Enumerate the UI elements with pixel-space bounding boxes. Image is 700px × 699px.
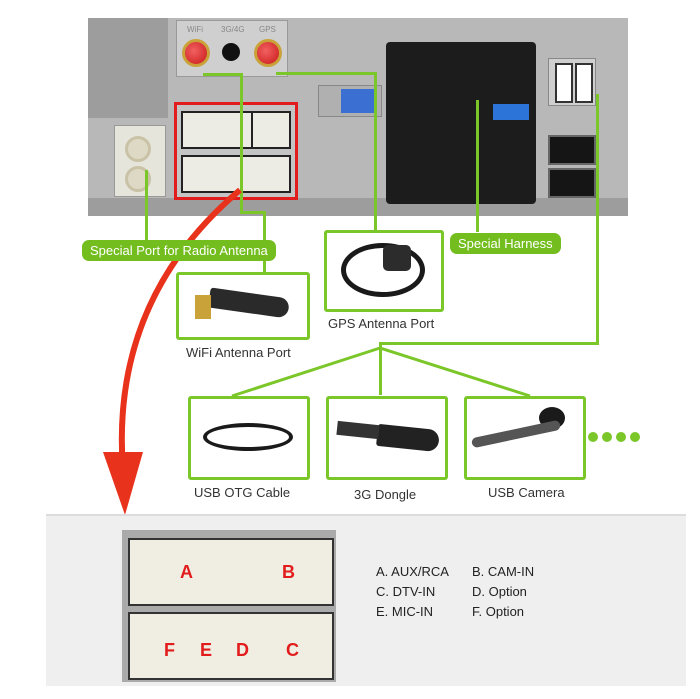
usb-port-lower: [548, 168, 596, 198]
gps-antenna-connector: [254, 39, 282, 67]
pin-letter-c: C: [286, 640, 299, 660]
dot: [588, 432, 598, 442]
connector-legend: A. AUX/RCA B. CAM-IN C. DTV-IN D. Option…: [376, 564, 562, 619]
connector-row-bottom: F E D C: [128, 612, 334, 680]
pointer-arrow-head: [103, 452, 143, 515]
dongle-plug-icon: [336, 420, 380, 440]
connector-detail-panel: A B F E D C A. AUX/RCA B. CAM-IN C. DTV-…: [46, 514, 686, 686]
connector-line: [596, 94, 599, 344]
connector-line: [203, 73, 243, 76]
callout-radio-antenna: Special Port for Radio Antenna: [82, 240, 276, 261]
radio-antenna-port: [114, 125, 166, 197]
caption-3g-dongle: 3G Dongle: [354, 487, 417, 502]
usb-cable-icon: [203, 423, 293, 451]
connector-row-top: A B: [128, 538, 334, 606]
3g-antenna-hole: [222, 43, 240, 61]
dip-switch[interactable]: [318, 85, 382, 117]
caption-gps: GPS Antenna Port: [328, 316, 435, 331]
wifi-antenna-connector: [182, 39, 210, 67]
antenna-plate: WiFi 3G/4G GPS: [176, 20, 288, 77]
legend-item: E. MIC-IN: [376, 604, 434, 619]
panel-rib: [88, 18, 168, 118]
connector-line: [476, 100, 479, 232]
dot: [630, 432, 640, 442]
usb-port-lower: [548, 135, 596, 165]
more-accessories-indicator: [588, 432, 640, 442]
sma-connector-icon: [195, 295, 211, 319]
dip-switch-body: [341, 89, 377, 113]
connector-line: [374, 72, 377, 232]
dongle-icon: [376, 423, 440, 453]
pin-letter-b: B: [282, 562, 295, 582]
pin-letter-a: A: [180, 562, 193, 582]
usb-otg-image: [188, 396, 310, 480]
caption-usb-otg: USB OTG Cable: [194, 485, 291, 500]
connector-line: [145, 170, 148, 240]
gps-cable-coil-icon: [341, 243, 425, 297]
legend-item: C. DTV-IN: [376, 584, 436, 599]
coax-socket: [125, 136, 151, 162]
legend-item: B. CAM-IN: [472, 564, 535, 579]
usb-ports: [548, 58, 596, 106]
usb-camera-image: [464, 396, 586, 480]
usb-port: [555, 63, 573, 103]
camera-cable-icon: [470, 419, 562, 449]
connector-fedc: [181, 155, 291, 193]
dot: [616, 432, 626, 442]
3g4g-antenna-label: 3G/4G: [221, 25, 245, 34]
connector-line: [276, 72, 376, 75]
connector-line: [231, 346, 381, 398]
connector-line: [379, 342, 599, 345]
highlighted-connector-block: [174, 102, 298, 200]
connector-line: [240, 73, 243, 213]
legend-item: D. Option: [472, 584, 527, 599]
connector-closeup: A B F E D C: [122, 530, 336, 682]
gps-antenna-image: [324, 230, 444, 312]
caption-wifi: WiFi Antenna Port: [186, 345, 291, 360]
wifi-antenna-label: WiFi: [187, 25, 203, 34]
caption-usb-camera: USB Camera: [488, 485, 565, 500]
connector-line: [240, 211, 266, 214]
legend-item: F. Option: [472, 604, 525, 619]
connector-line: [379, 345, 382, 395]
callout-special-harness: Special Harness: [450, 233, 561, 254]
gps-module-icon: [383, 245, 411, 271]
connector-b: [251, 111, 291, 149]
special-harness-socket: [386, 42, 536, 204]
pin-letter-e: E: [200, 640, 213, 660]
gps-antenna-label: GPS: [259, 25, 276, 34]
wifi-antenna-icon: [207, 287, 291, 319]
pin-letter-f: F: [164, 640, 175, 660]
3g-dongle-image: [326, 396, 448, 480]
connector-line: [379, 346, 531, 398]
wifi-antenna-image: [176, 272, 310, 340]
usb-port: [575, 63, 593, 103]
pointer-arrow-shaft: [118, 187, 242, 471]
dot: [602, 432, 612, 442]
legend-item: A. AUX/RCA: [376, 564, 449, 579]
fuse: [493, 104, 529, 120]
pin-letter-d: D: [236, 640, 249, 660]
